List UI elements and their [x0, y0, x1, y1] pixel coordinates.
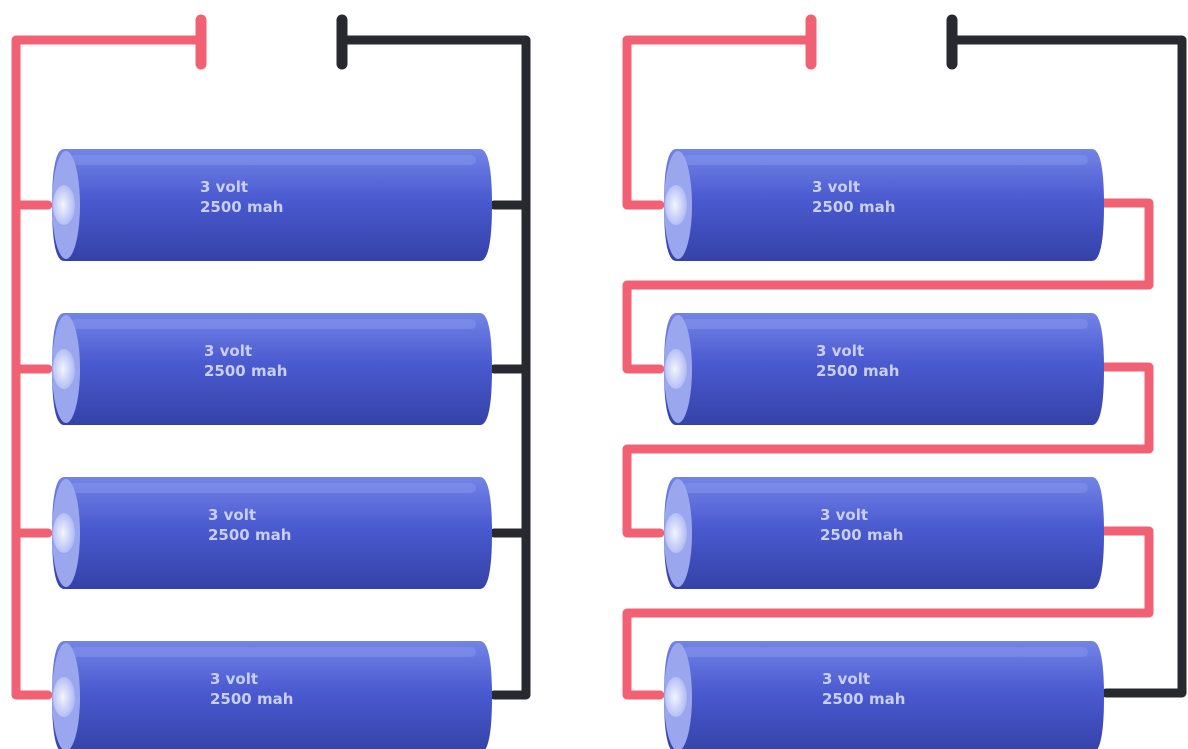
battery-body: [52, 149, 492, 261]
battery-body: [664, 641, 1104, 749]
battery-highlight: [682, 647, 1088, 657]
battery-body: [52, 313, 492, 425]
battery-positive-nub: [665, 513, 687, 553]
battery-voltage-label: 3 volt: [208, 506, 256, 524]
battery-highlight: [70, 483, 476, 493]
series-link-wire: [622, 526, 1154, 700]
positive-lead-wire: [622, 35, 816, 210]
battery-positive-nub: [665, 349, 687, 389]
battery-positive-nub: [53, 677, 75, 717]
battery-capacity-label: 2500 mah: [204, 362, 287, 380]
battery-highlight: [70, 319, 476, 329]
battery-voltage-label: 3 volt: [812, 178, 860, 196]
battery-body: [664, 313, 1104, 425]
battery-voltage-label: 3 volt: [200, 178, 248, 196]
battery-voltage-label: 3 volt: [204, 342, 252, 360]
battery-voltage-label: 3 volt: [820, 506, 868, 524]
battery-voltage-label: 3 volt: [822, 670, 870, 688]
battery-capacity-label: 2500 mah: [822, 690, 905, 708]
battery-positive-nub: [53, 513, 75, 553]
battery-capacity-label: 2500 mah: [816, 362, 899, 380]
battery-body: [664, 477, 1104, 589]
battery-cell: 3 volt 2500 mah: [664, 477, 1104, 589]
battery-cell: 3 volt 2500 mah: [664, 313, 1104, 425]
battery-body: [52, 641, 492, 749]
series-link-wire: [622, 362, 1154, 538]
battery-cell: 3 volt 2500 mah: [664, 641, 1104, 749]
battery-positive-nub: [53, 185, 75, 225]
battery-highlight: [682, 483, 1088, 493]
battery-body: [52, 477, 492, 589]
battery-cell: 3 volt 2500 mah: [664, 149, 1104, 261]
battery-cell: 3 volt 2500 mah: [52, 149, 492, 261]
battery-positive-nub: [665, 677, 687, 717]
battery-positive-nub: [665, 185, 687, 225]
battery-capacity-label: 2500 mah: [812, 198, 895, 216]
negative-lead-wire: [947, 35, 1187, 698]
battery-cell: 3 volt 2500 mah: [52, 313, 492, 425]
battery-positive-nub: [53, 349, 75, 389]
battery-highlight: [70, 155, 476, 165]
battery-voltage-label: 3 volt: [816, 342, 864, 360]
battery-cell: 3 volt 2500 mah: [52, 641, 492, 749]
battery-highlight: [682, 155, 1088, 165]
battery-capacity-label: 2500 mah: [820, 526, 903, 544]
battery-capacity-label: 2500 mah: [210, 690, 293, 708]
battery-voltage-label: 3 volt: [210, 670, 258, 688]
battery-capacity-label: 2500 mah: [208, 526, 291, 544]
battery-highlight: [682, 319, 1088, 329]
battery-body: [664, 149, 1104, 261]
battery-highlight: [70, 647, 476, 657]
battery-capacity-label: 2500 mah: [200, 198, 283, 216]
battery-cell: 3 volt 2500 mah: [52, 477, 492, 589]
series-link-wire: [622, 198, 1154, 374]
